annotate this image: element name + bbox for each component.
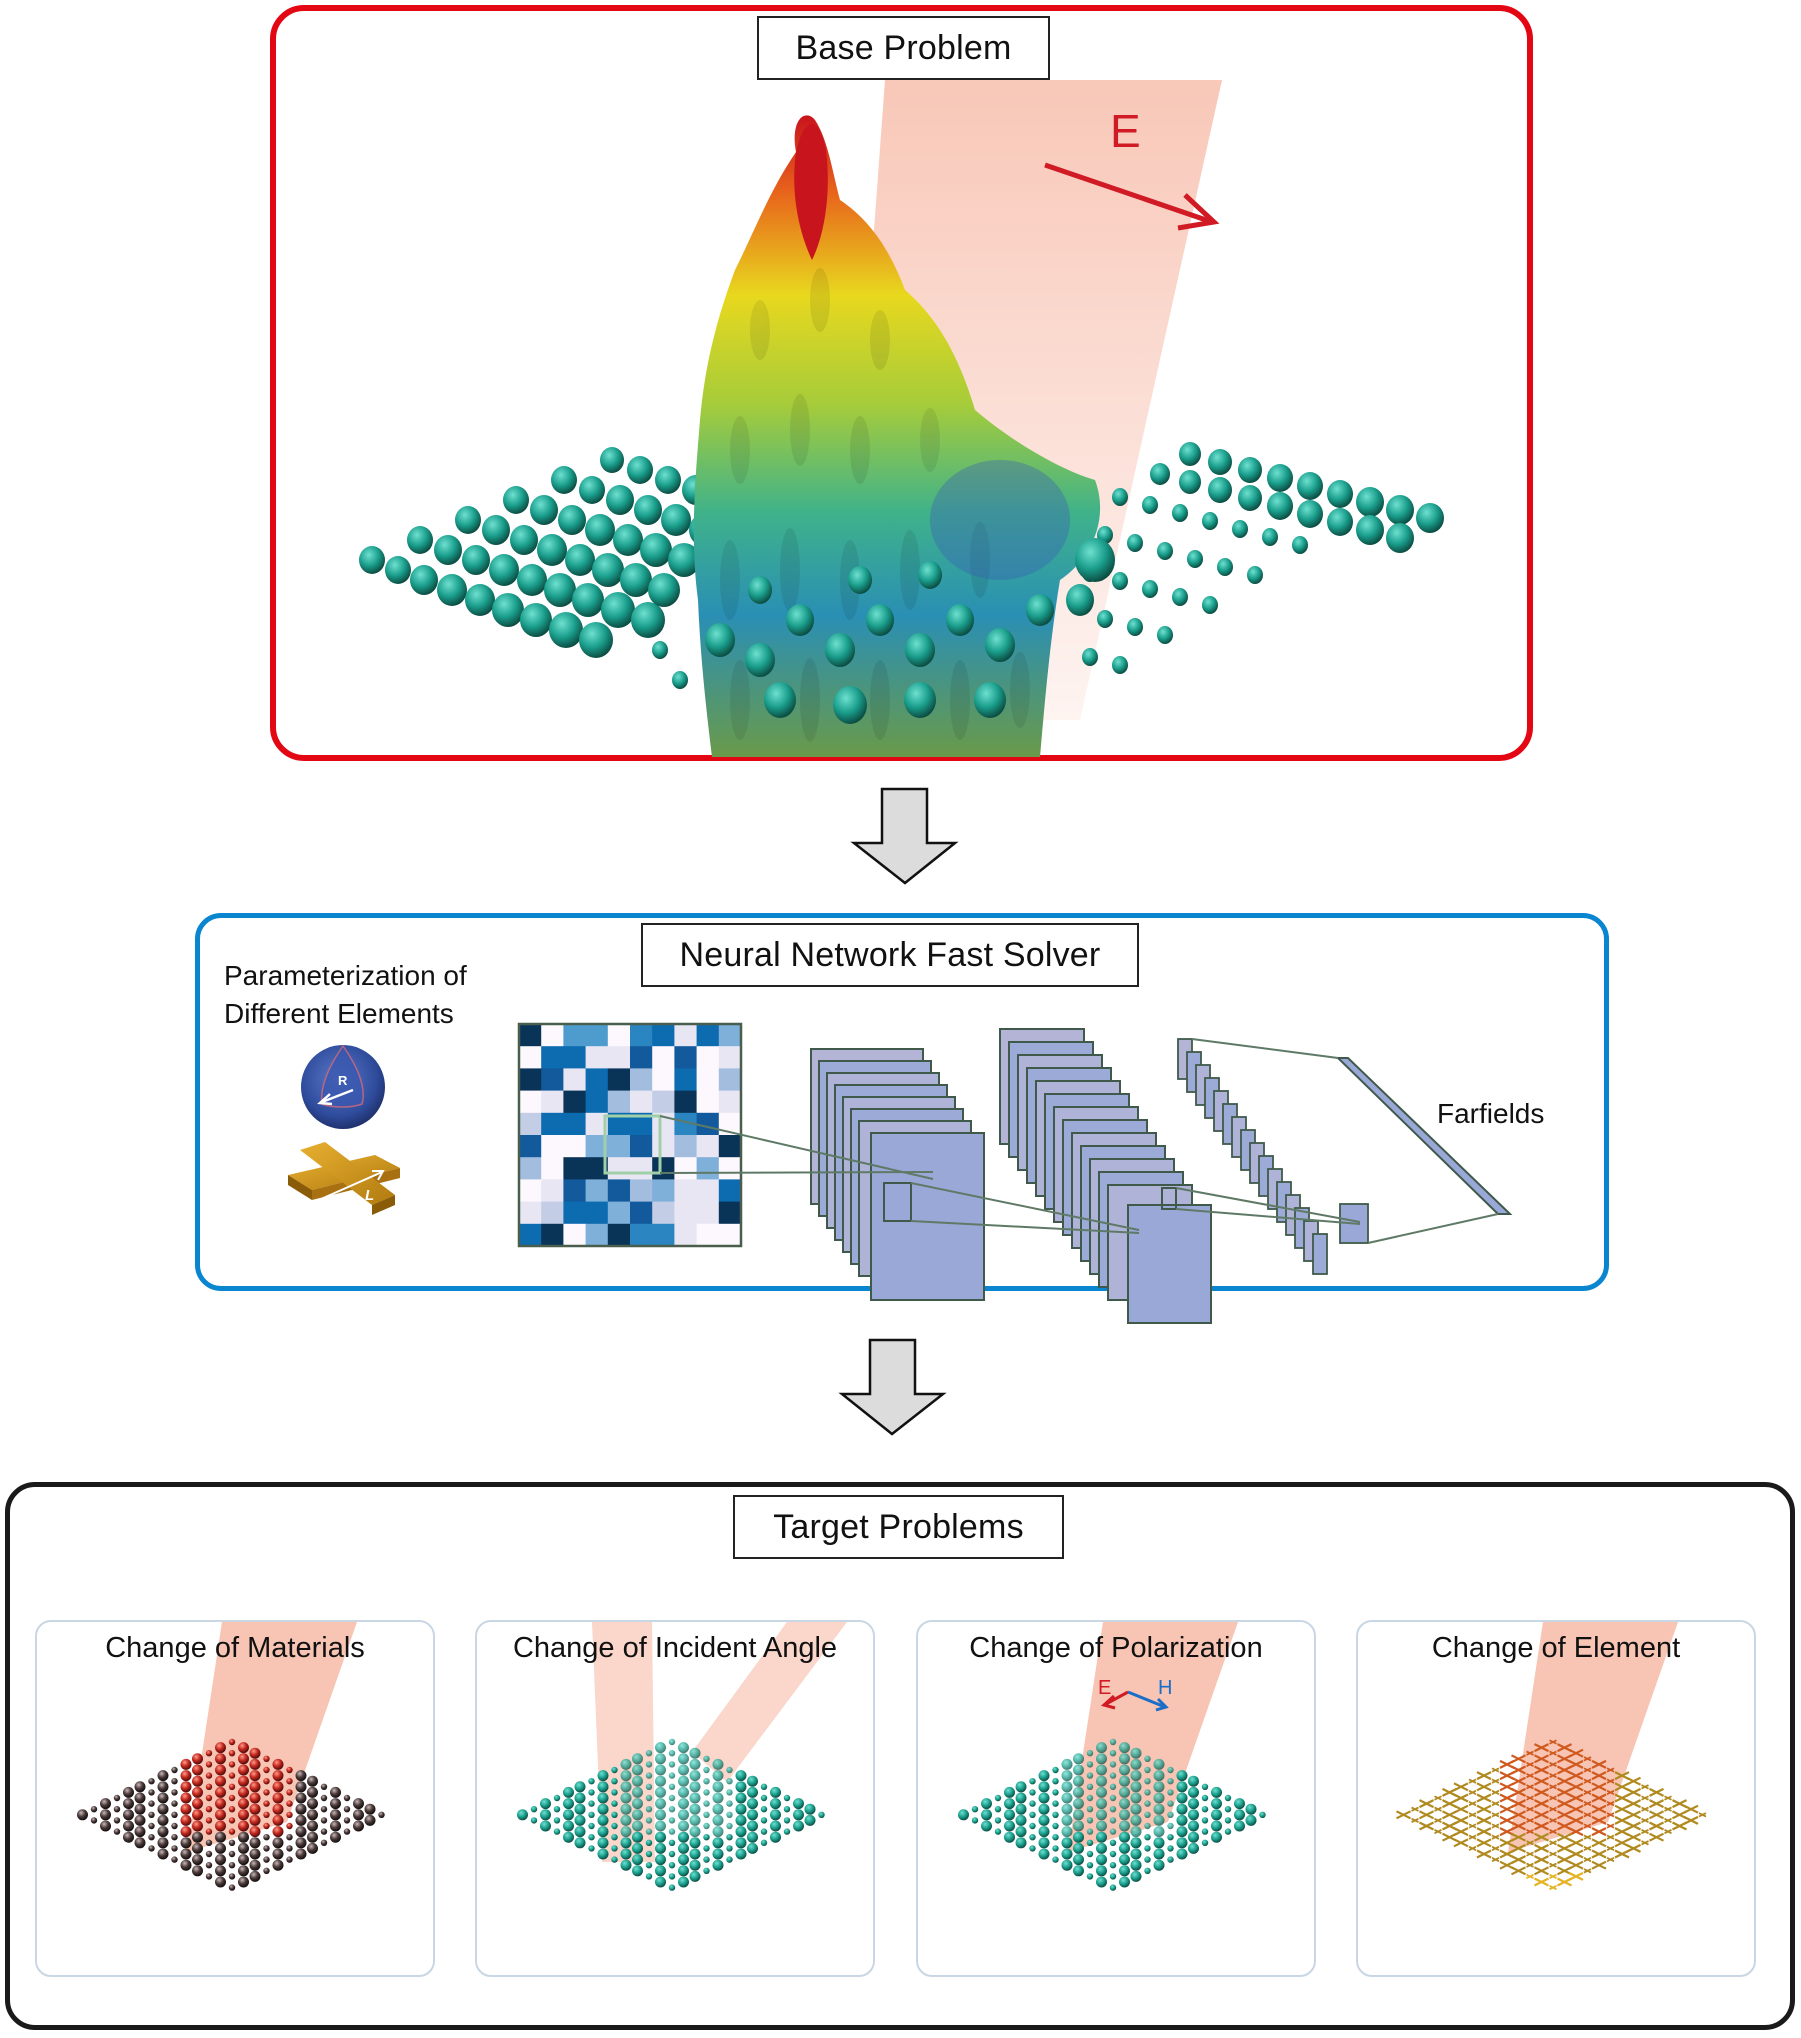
incident-beam: [1508, 1622, 1678, 1852]
conv-layer-block-3: [1177, 1038, 1369, 1275]
target-panel-change-of-element: Change of Element: [1356, 1620, 1756, 1977]
conv-layer-block-2: [999, 1028, 1212, 1324]
parameterization-label-line2: Different Elements: [224, 998, 454, 1029]
cross-param-text: L: [365, 1187, 374, 1204]
base-problem-title: Base Problem: [757, 16, 1050, 80]
svg-text:E: E: [1098, 1677, 1111, 1699]
target-panel-title: Change of Materials: [105, 1632, 365, 1664]
target-panel-change-of-incident-angle: Change of Incident Angle: [475, 1620, 875, 1977]
conv-layer-block-1: [810, 1048, 985, 1301]
target-panel-change-of-materials: Change of Materials: [35, 1620, 435, 1977]
target-panel-title: Change of Polarization: [969, 1632, 1263, 1664]
target-panel-title: Change of Element: [1431, 1632, 1681, 1664]
solver-title: Neural Network Fast Solver: [641, 923, 1139, 987]
parameterization-label-line1: Parameterization of: [224, 960, 467, 991]
farfield-pattern: [693, 115, 1101, 757]
svg-text:H: H: [1158, 1677, 1172, 1699]
incident-beam: [1068, 1622, 1238, 1852]
cross-element-icon: [288, 1142, 400, 1215]
sphere-element-icon: [301, 1044, 385, 1129]
metasurface-illustration: [517, 1622, 847, 1891]
target-panel-title: Change of Incident Angle: [512, 1632, 838, 1664]
sphere-array: [359, 442, 1444, 689]
sphere-array-front: [705, 538, 1115, 724]
e-field-arrow-icon: [1044, 162, 1220, 231]
farfields-label: Farfields: [1437, 1098, 1545, 1129]
target-problems-title: Target Problems: [733, 1495, 1064, 1559]
incident-beam: [692, 1622, 847, 1782]
incident-beam: [187, 1622, 357, 1852]
sphere-param-text: R: [338, 1073, 348, 1088]
receptive-field-lines: [659, 1038, 1499, 1244]
fully-connected-layer: [1335, 1057, 1513, 1215]
metasurface-illustration: [1396, 1622, 1707, 1891]
e-field-label: E: [1110, 105, 1141, 157]
input-parameter-grid: [519, 1024, 742, 1247]
metasurface-illustration: [77, 1622, 385, 1891]
